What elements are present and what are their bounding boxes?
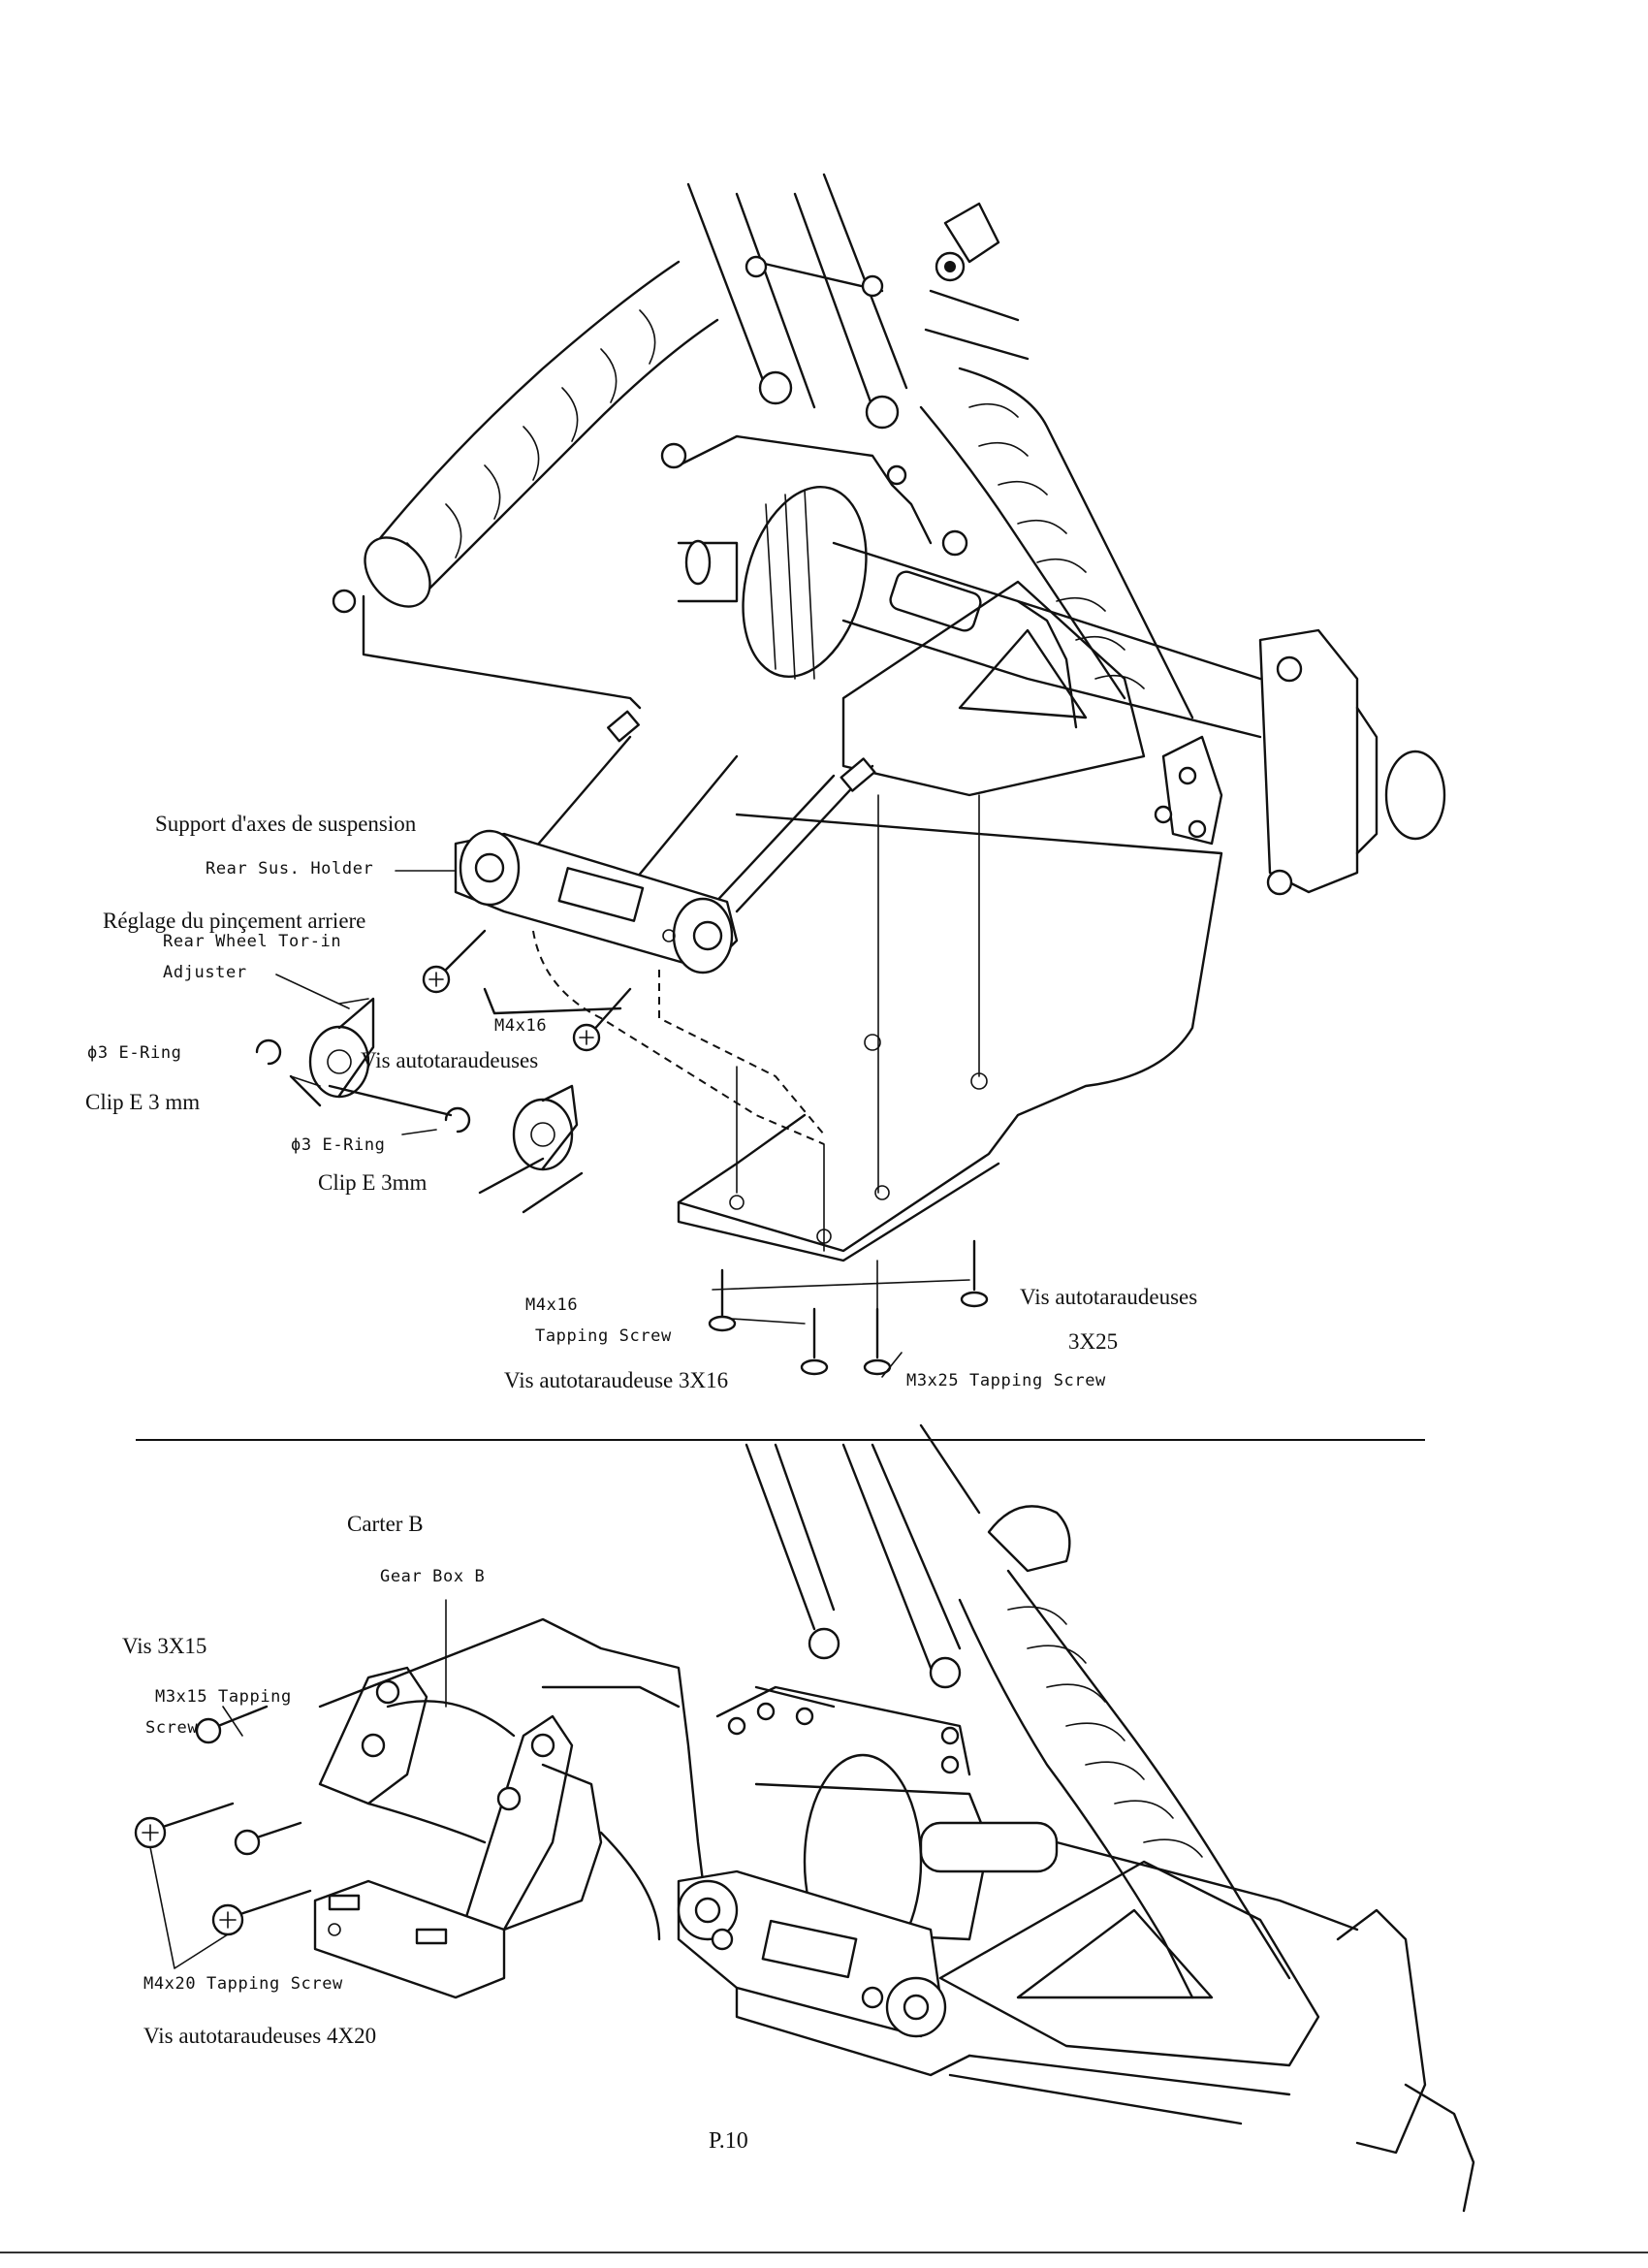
label-m4x16-a: M4x16 bbox=[494, 1016, 548, 1036]
lower-assembly-drawing bbox=[134, 1423, 1475, 2213]
label-m3x15-line1: M3x15 Tapping bbox=[155, 1687, 292, 1707]
scan-edge-line bbox=[0, 2252, 1648, 2253]
label-m4x20-tapping: M4x20 Tapping Screw bbox=[143, 1974, 343, 1994]
label-e-ring-1: ϕ3 E-Ring bbox=[87, 1043, 182, 1063]
e-ring-2-shape bbox=[444, 1106, 471, 1134]
label-toe-in-line2: Adjuster bbox=[163, 963, 247, 982]
label-size-3x25: 3X25 bbox=[1068, 1329, 1119, 1354]
page-number: P.10 bbox=[709, 2128, 748, 2154]
label-m4x16-b: M4x16 bbox=[525, 1295, 579, 1315]
label-m3x15-line2: Screw bbox=[145, 1718, 199, 1738]
label-vis-auto-b: Vis autotaraudeuses bbox=[1020, 1285, 1198, 1309]
label-clip-2: Clip E 3mm bbox=[318, 1170, 428, 1195]
label-carter-b: Carter B bbox=[347, 1512, 424, 1536]
label-clip-1: Clip E 3 mm bbox=[85, 1090, 201, 1114]
label-vis-auto-a: Vis autotaraudeuses bbox=[361, 1048, 539, 1072]
label-m3x25-tapping: M3x25 Tapping Screw bbox=[906, 1371, 1106, 1390]
bottom-tapping-screws bbox=[708, 1239, 989, 1378]
upper-gearbox-housing bbox=[660, 434, 1262, 739]
toe-in-adjuster-2 bbox=[478, 1084, 584, 1214]
label-toe-in-line1: Rear Wheel Tor-in bbox=[163, 932, 342, 951]
lower-tapping-screws bbox=[134, 1705, 312, 1936]
upper-skid-plate bbox=[677, 813, 1223, 1262]
upper-assembly-drawing bbox=[255, 173, 1446, 1378]
left-drive-boot bbox=[332, 260, 719, 710]
rear-sus-holder-part bbox=[454, 829, 739, 974]
lower-rear-sus-holder bbox=[677, 1869, 971, 2077]
label-vis-auto-4x20: Vis autotaraudeuses 4X20 bbox=[143, 2024, 377, 2048]
label-gear-box-b: Gear Box B bbox=[380, 1567, 486, 1586]
label-tapping-screw-b: Tapping Screw bbox=[535, 1326, 672, 1346]
rear-shock-absorber bbox=[919, 202, 1194, 719]
label-vis-3x15: Vis 3X15 bbox=[122, 1634, 207, 1658]
toe-in-adjuster-1 bbox=[289, 997, 453, 1117]
upper-suspension-arm bbox=[841, 580, 1446, 896]
e-ring-1-shape bbox=[255, 1038, 282, 1066]
m4x16-screws-upper bbox=[422, 929, 632, 1052]
label-vis-auto-3x16: Vis autotaraudeuse 3X16 bbox=[504, 1368, 729, 1392]
label-reglage-fr: Réglage du pinçement arriere bbox=[103, 909, 366, 933]
gearbox-b-cover bbox=[313, 1666, 681, 1999]
label-e-ring-2: ϕ3 E-Ring bbox=[291, 1135, 386, 1155]
label-rear-sus-holder: Rear Sus. Holder bbox=[206, 859, 374, 878]
label-support-fr: Support d'axes de suspension bbox=[155, 812, 417, 836]
